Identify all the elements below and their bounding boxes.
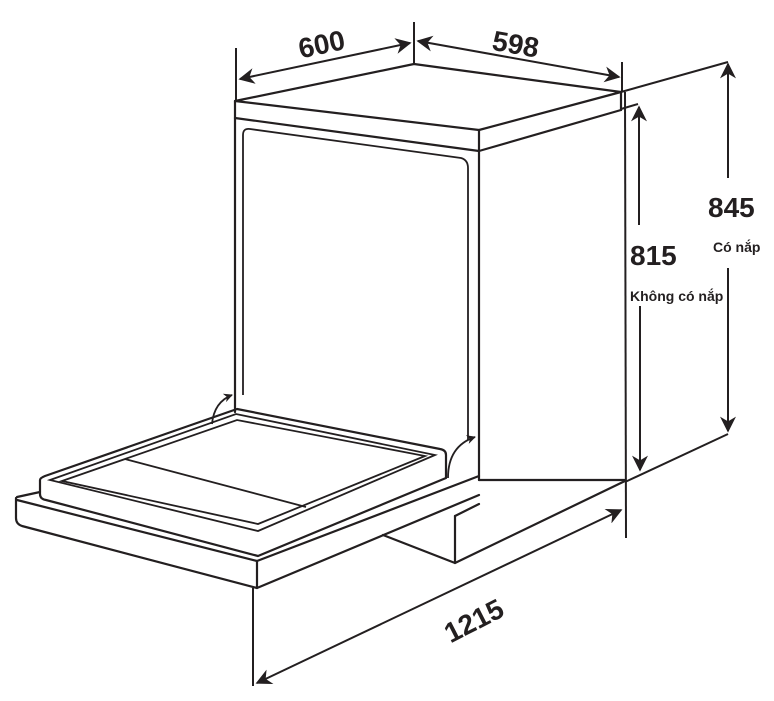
cabinet-body [233,116,627,482]
dimension-depth-door-open [252,91,627,686]
base-block [381,479,627,565]
dimension-width [235,22,415,100]
height-without-lid-caption: Không có nắp [630,288,724,304]
height-with-lid-value: 845 [708,192,755,223]
height-with-lid-caption: Có nắp [713,239,761,255]
open-door [14,393,481,590]
dimension-height-without-lid [620,103,648,472]
height-without-lid-value: 815 [630,240,677,271]
dimension-height-with-lid [620,61,736,483]
top-lid [233,62,623,153]
dimension-depth [416,35,623,92]
